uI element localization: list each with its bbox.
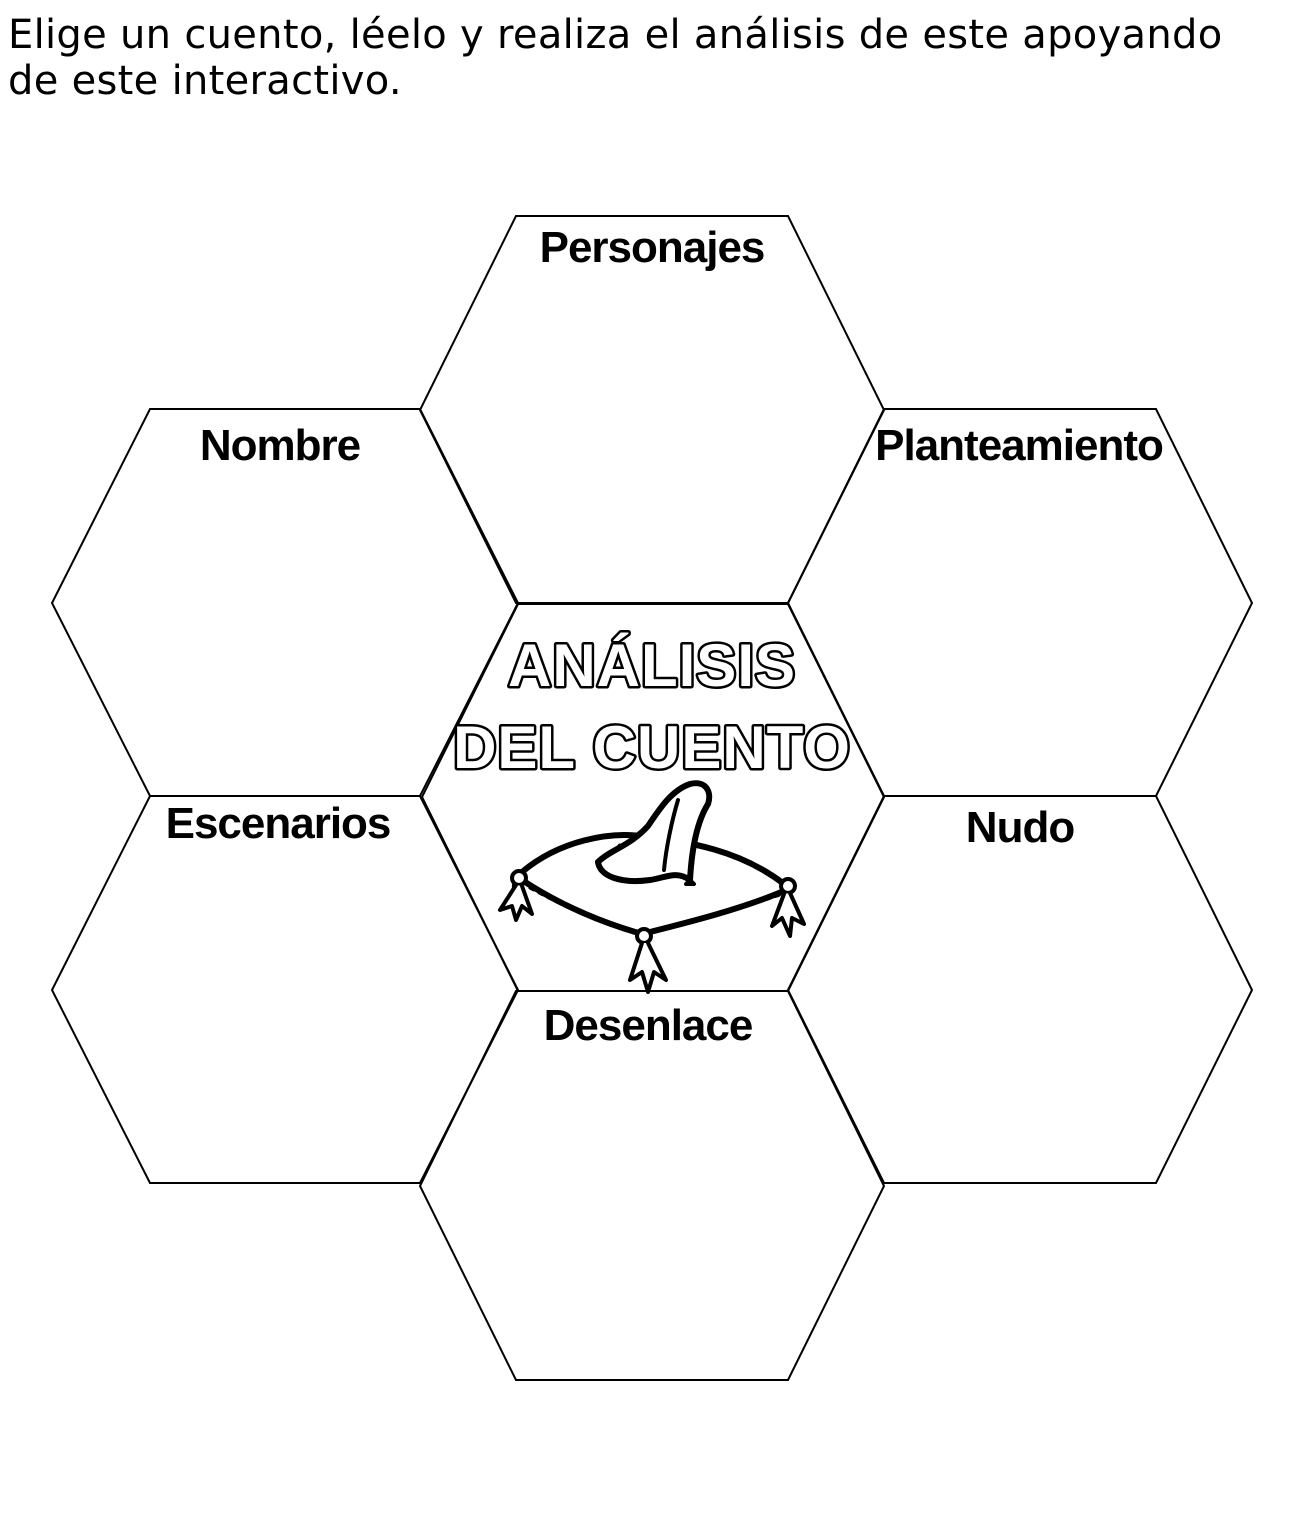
center-title-line1: ANÁLISIS: [508, 632, 796, 699]
instructions-text: Elige un cuento, léelo y realiza el anál…: [8, 12, 1223, 104]
hex-cell-desenlace[interactable]: Desenlace: [418, 990, 886, 1381]
label-escenarios: Escenarios: [166, 799, 391, 848]
label-personajes: Personajes: [540, 223, 765, 272]
label-desenlace: Desenlace: [544, 1001, 753, 1050]
hex-center: ANÁLISIS DEL CUENTO: [420, 603, 886, 994]
hex-cell-nudo[interactable]: Nudo: [786, 795, 1254, 1184]
center-title-line2: DEL CUENTO: [453, 714, 851, 781]
glass-slipper-cushion-icon: [498, 780, 806, 994]
label-planteamiento: Planteamiento: [875, 421, 1163, 470]
label-nudo: Nudo: [966, 803, 1075, 852]
label-nombre: Nombre: [200, 421, 360, 470]
hex-cell-nombre[interactable]: Nombre: [50, 408, 520, 797]
hex-cell-escenarios[interactable]: Escenarios: [50, 795, 520, 1184]
hex-cell-planteamiento[interactable]: Planteamiento: [786, 408, 1254, 797]
